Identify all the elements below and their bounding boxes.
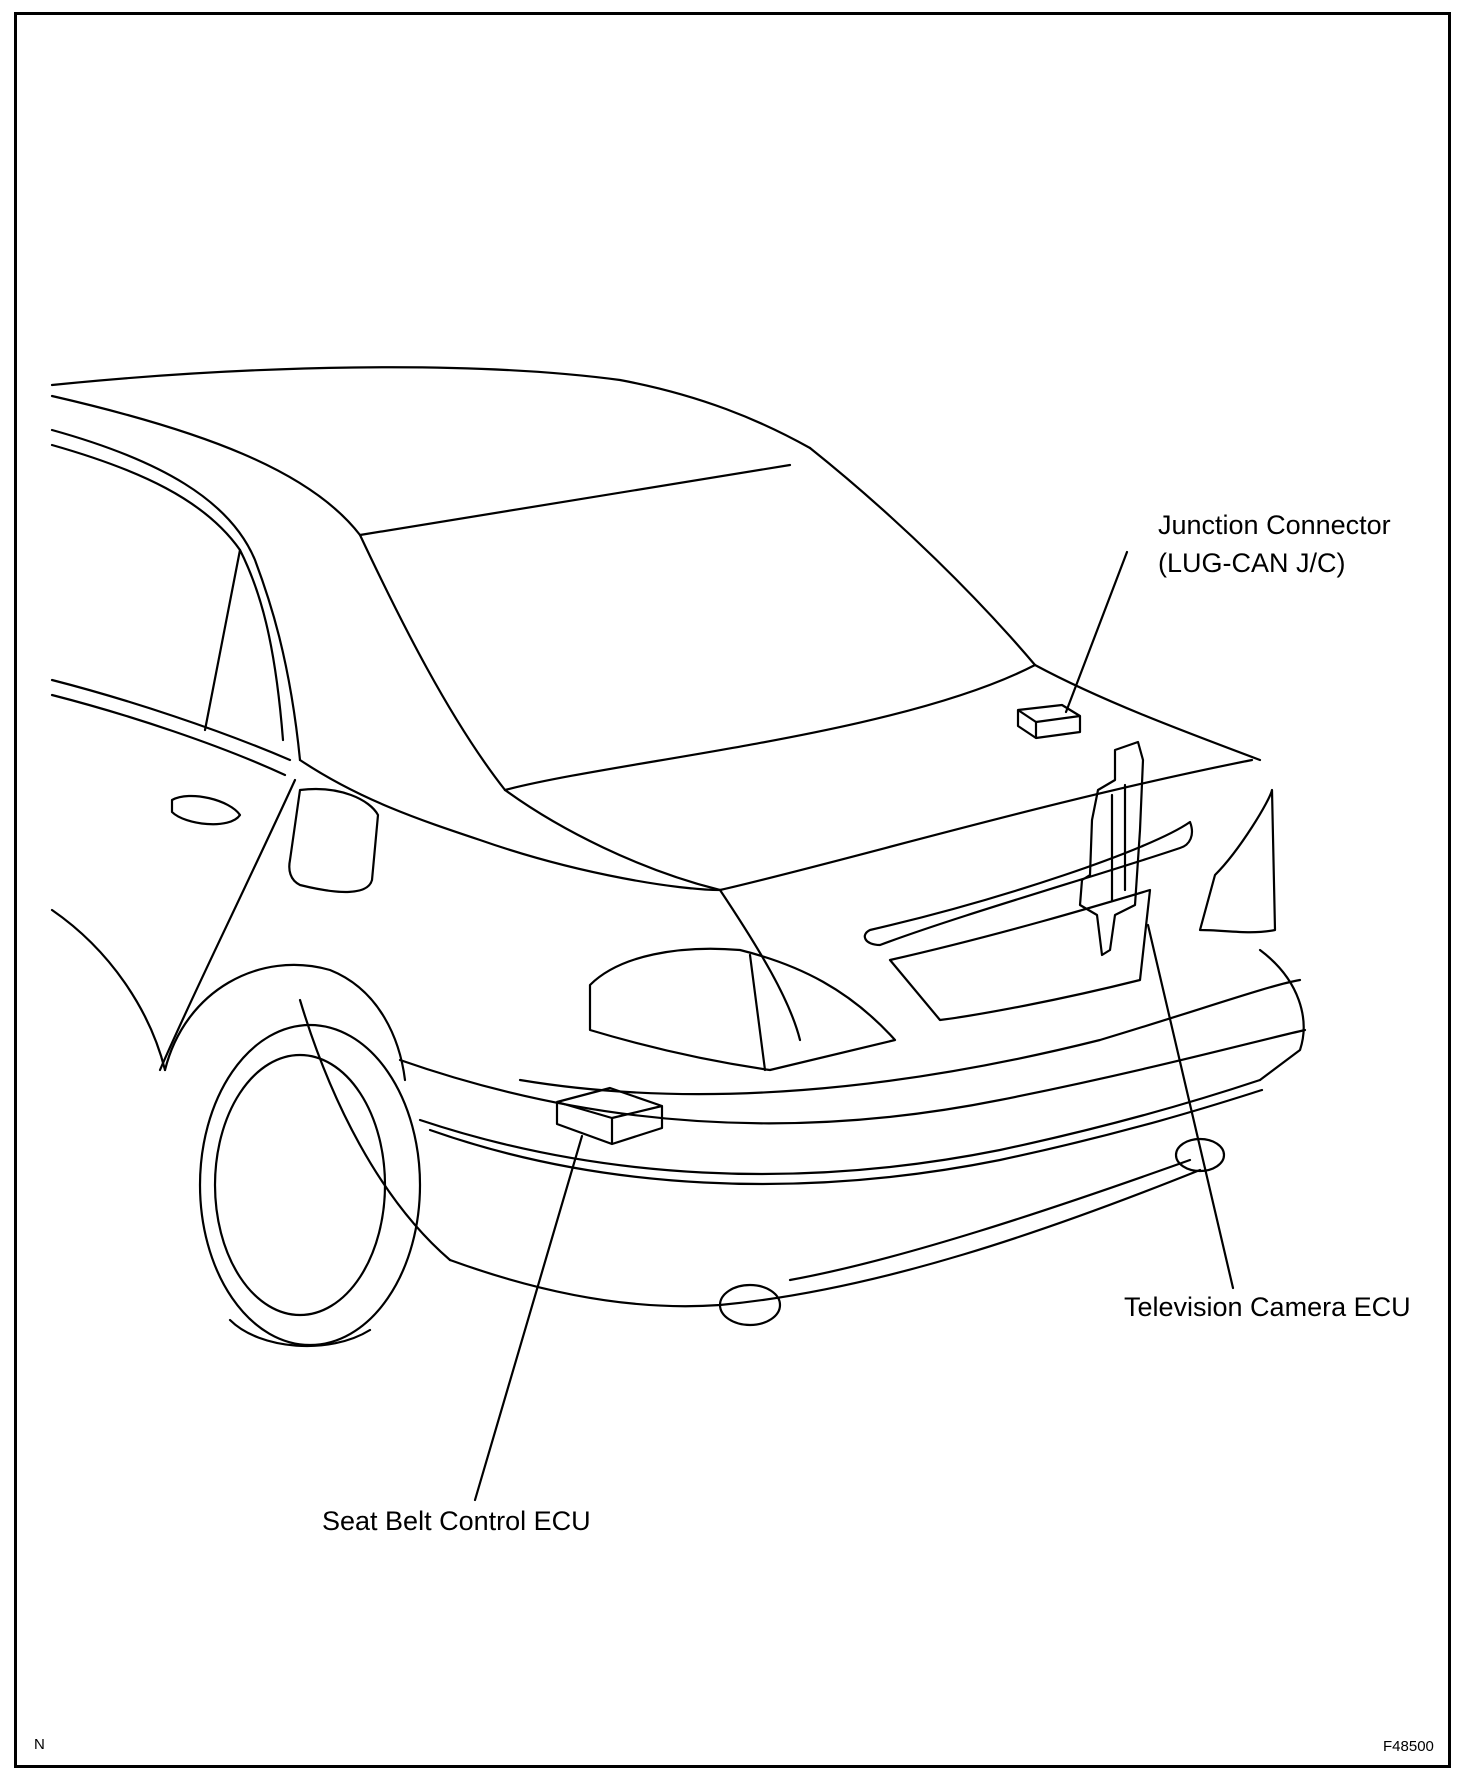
door-window-inner <box>203 548 242 732</box>
trunk-garnish <box>863 820 1194 947</box>
seat-belt-ecu-box <box>555 1086 664 1146</box>
rear-window-left-edge <box>358 533 507 792</box>
leader-junction-connector <box>1064 550 1129 714</box>
bumper-mid <box>418 1078 1262 1176</box>
roof-right-edge <box>808 446 1037 667</box>
seat-belt-control-ecu-label: Seat Belt Control ECU <box>322 1506 591 1536</box>
door-window-frame <box>50 443 285 742</box>
rear-window-top <box>358 463 792 537</box>
roof-outline <box>50 366 812 450</box>
figure-id: F48500 <box>1383 1738 1434 1755</box>
left-taillight-line <box>748 953 767 1072</box>
trunk-front-edge <box>503 663 1037 792</box>
leader-seat-belt-ecu <box>473 1134 584 1502</box>
door-body-line-2 <box>50 693 287 777</box>
bumper-right-end <box>1258 948 1305 1082</box>
junction-connector-label: Junction Connector <box>1158 510 1391 540</box>
junction-connector-sublabel: (LUG-CAN J/C) <box>1158 548 1346 578</box>
right-exhaust-tip <box>1174 1137 1226 1173</box>
fuel-door <box>288 787 380 893</box>
license-plate-recess <box>888 888 1152 1022</box>
trunk-right-side <box>1033 663 1262 762</box>
right-taillight <box>1198 788 1277 934</box>
camera-bracket-detail <box>1110 783 1127 902</box>
footer-code: N <box>34 1736 45 1753</box>
door-lower-line <box>50 908 167 1072</box>
c-pillar <box>50 428 302 762</box>
rear-wheel-rim <box>213 1053 387 1317</box>
television-camera-ecu <box>1078 740 1145 957</box>
door-handle <box>170 795 242 826</box>
trunk-lid-edge <box>718 758 1254 892</box>
bumper-side <box>298 998 452 1262</box>
bumper-top <box>518 978 1302 1096</box>
tire-shadow <box>228 1318 372 1348</box>
roof-edge <box>50 394 362 537</box>
leader-television-camera-ecu <box>1146 923 1235 1290</box>
left-taillight <box>588 947 897 1072</box>
quarter-panel <box>298 758 802 1042</box>
bumper-lower <box>448 1168 1202 1308</box>
bumper-bottom-trim <box>788 1158 1192 1282</box>
door-body-line <box>50 678 292 762</box>
left-exhaust-tip <box>718 1283 782 1327</box>
trunk-lid-top <box>503 788 722 892</box>
door-rear-edge <box>158 778 297 1072</box>
junction-connector-box <box>1016 703 1082 740</box>
wheel-arch <box>163 963 407 1082</box>
bumper-upper <box>398 1028 1307 1125</box>
television-camera-ecu-label: Television Camera ECU <box>1124 1292 1411 1322</box>
rear-tire <box>198 1023 422 1347</box>
